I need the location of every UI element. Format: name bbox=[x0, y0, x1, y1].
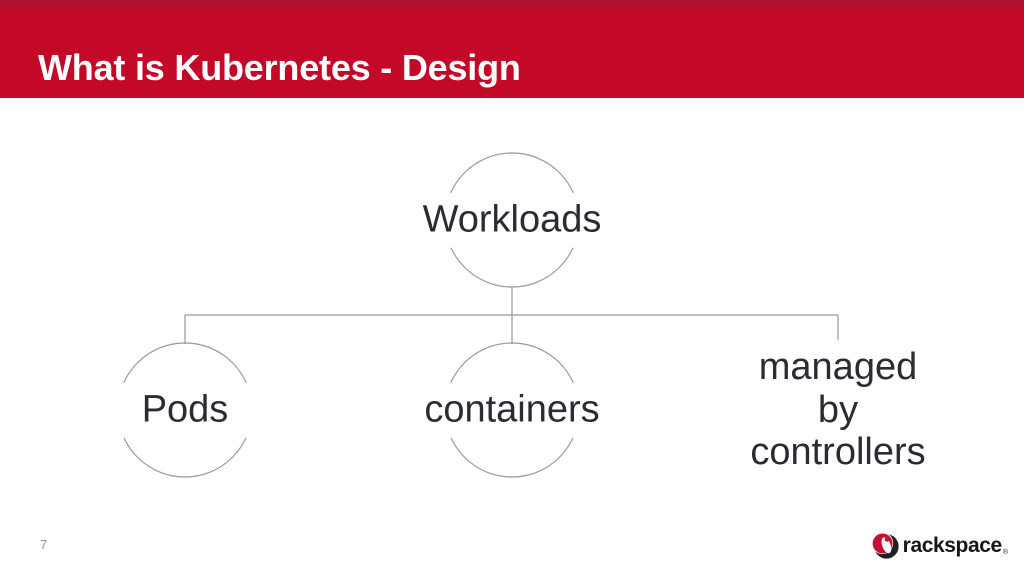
slide-title: What is Kubernetes - Design bbox=[38, 46, 521, 88]
title-banner: What is Kubernetes - Design bbox=[0, 0, 1024, 98]
rackspace-wordmark: rackspace bbox=[902, 533, 1003, 557]
rackspace-logo: rackspace ® bbox=[871, 531, 1008, 560]
diagram-node-containers: containers bbox=[414, 382, 610, 438]
registered-trademark-symbol: ® bbox=[1002, 549, 1008, 556]
rackspace-logo-icon bbox=[871, 532, 899, 559]
connector-lines bbox=[184, 287, 839, 344]
diagram-node-managed-by-controllers: managed by controllers bbox=[740, 340, 936, 480]
page-number: 7 bbox=[40, 537, 48, 552]
diagram-node-workloads: Workloads bbox=[412, 192, 612, 248]
diagram-node-pods: Pods bbox=[90, 382, 280, 438]
